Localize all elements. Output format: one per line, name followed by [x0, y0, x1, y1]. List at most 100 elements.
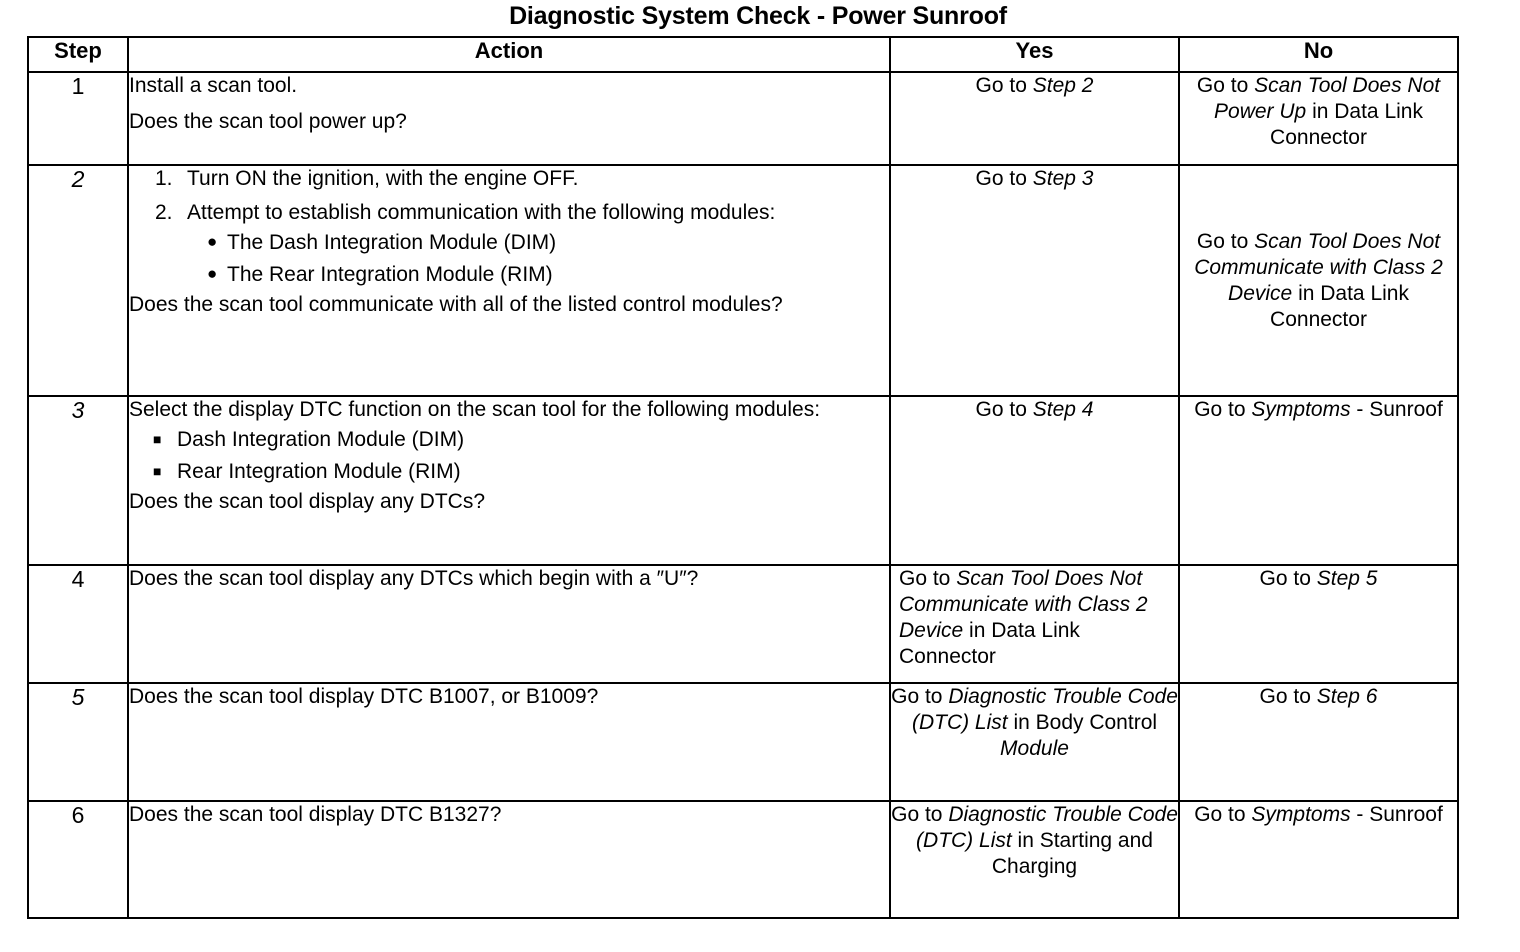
bullet-icon: ■ [153, 431, 162, 447]
yes-goto-target: Diagnostic Trouble Code (DTC) List [911, 685, 1178, 734]
list-item: 1. Turn ON the ignition, with the engine… [129, 166, 889, 192]
no-goto-prefix: Go to [1196, 74, 1255, 97]
no-goto-target: Scan Tool Does Not Communicate with Clas… [1194, 229, 1443, 305]
yes-branch-cell: Go to Step 3 [889, 164, 1180, 397]
list-text: The Rear Integration Module (RIM) [227, 263, 553, 286]
table-row: 2 1. Turn ON the ignition, with the engi… [27, 164, 1459, 397]
no-goto-prefix: Go to [1194, 803, 1252, 826]
step-number: 4 [27, 564, 129, 684]
no-goto-suffix: in Data Link Connector [1270, 281, 1409, 331]
no-goto-target: Step 5 [1316, 567, 1378, 590]
yes-goto-target: Scan Tool Does Not Communicate with Clas… [899, 567, 1148, 642]
table-row: 3 Select the display DTC function on the… [27, 395, 1459, 566]
no-branch-cell: Go to Symptoms - Sunroof [1178, 800, 1459, 919]
step-number: 2 [27, 164, 129, 397]
action-question: Does the scan tool communicate with all … [129, 293, 783, 316]
yes-goto-suffix: in Starting and Charging [991, 829, 1153, 878]
action-cell: Select the display DTC function on the s… [127, 395, 891, 566]
bullet-icon: ● [207, 264, 218, 283]
yes-goto-suffix: in Body Control [1007, 711, 1158, 734]
module-bullet-list: ● The Dash Integration Module (DIM) ● Th… [129, 230, 889, 288]
yes-goto-prefix: Go to [975, 398, 1033, 421]
list-text: Dash Integration Module (DIM) [177, 428, 465, 451]
no-goto-prefix: Go to [1194, 398, 1252, 421]
column-header-action: Action [127, 36, 891, 73]
bullet-icon: ● [207, 232, 218, 251]
yes-goto-prefix: Go to [899, 567, 957, 590]
table-row: 6 Does the scan tool display DTC B1327? … [27, 800, 1459, 919]
yes-goto-prefix: Go to [975, 167, 1033, 190]
action-cell: Does the scan tool display any DTCs whic… [127, 564, 891, 684]
no-goto-target: Step 6 [1316, 685, 1378, 708]
list-number: 2. [155, 201, 173, 224]
no-branch-cell: Go to Symptoms - Sunroof [1178, 395, 1459, 566]
list-text: The Dash Integration Module (DIM) [227, 231, 557, 254]
list-number: 1. [155, 167, 173, 190]
action-question: Does the scan tool display DTC B1007, or… [129, 685, 599, 708]
no-goto-prefix: Go to [1259, 567, 1317, 590]
yes-goto-target: Step 3 [1032, 167, 1094, 190]
action-question: Does the scan tool display any DTCs whic… [129, 567, 699, 590]
page-title: Diagnostic System Check - Power Sunroof [509, 2, 1007, 30]
list-item: ● The Rear Integration Module (RIM) [129, 262, 889, 288]
table-row: 4 Does the scan tool display any DTCs wh… [27, 564, 1459, 684]
column-header-no: No [1178, 36, 1459, 73]
action-lead: Install a scan tool. [129, 74, 298, 97]
no-goto-suffix: - Sunroof [1350, 398, 1443, 421]
step-number: 6 [27, 800, 129, 919]
list-text: Turn ON the ignition, with the engine OF… [187, 167, 579, 190]
list-item: ■ Dash Integration Module (DIM) [129, 427, 889, 453]
action-cell: 1. Turn ON the ignition, with the engine… [127, 164, 891, 397]
ordered-step-list: 1. Turn ON the ignition, with the engine… [129, 166, 889, 226]
header-row: Step Action Yes No [27, 36, 1459, 73]
no-branch-cell: Go to Scan Tool Does Not Communicate wit… [1178, 164, 1459, 397]
bullet-icon: ■ [153, 463, 162, 479]
yes-goto-prefix: Go to [891, 803, 949, 826]
no-goto-target: Scan Tool Does Not Power Up [1214, 74, 1441, 123]
step-number: 1 [27, 71, 129, 166]
action-lead: Select the display DTC function on the s… [129, 398, 821, 421]
action-question: Does the scan tool display DTC B1327? [129, 803, 502, 826]
step-number: 5 [27, 682, 129, 802]
column-header-step: Step [27, 36, 129, 73]
action-question: Does the scan tool display any DTCs? [129, 490, 486, 513]
table-header: Step Action Yes No [27, 36, 1459, 73]
list-text: Attempt to establish communication with … [187, 201, 776, 224]
yes-branch-cell: Go to Step 2 [889, 71, 1180, 166]
no-branch-cell: Go to Scan Tool Does Not Power Up in Dat… [1178, 71, 1459, 166]
table-row: 1 Install a scan tool. Does the scan too… [27, 71, 1459, 166]
no-goto-suffix: - Sunroof [1350, 803, 1443, 826]
action-cell: Does the scan tool display DTC B1327? [127, 800, 891, 919]
list-item: ■ Rear Integration Module (RIM) [129, 459, 889, 485]
step-number: 3 [27, 395, 129, 566]
action-cell: Install a scan tool. Does the scan tool … [127, 71, 891, 166]
table-body: 1 Install a scan tool. Does the scan too… [27, 71, 1459, 919]
yes-goto-target: Diagnostic Trouble Code (DTC) List [916, 803, 1178, 852]
action-question: Does the scan tool power up? [129, 110, 407, 133]
no-goto-target: Symptoms [1251, 803, 1351, 826]
no-branch-cell: Go to Step 6 [1178, 682, 1459, 802]
yes-branch-cell: Go to Diagnostic Trouble Code (DTC) List… [889, 682, 1180, 802]
column-header-yes: Yes [889, 36, 1180, 73]
yes-goto-prefix: Go to [975, 74, 1033, 97]
action-cell: Does the scan tool display DTC B1007, or… [127, 682, 891, 802]
diagnostic-table: Step Action Yes No 1 Install a scan tool… [27, 36, 1459, 919]
list-item: 2. Attempt to establish communication wi… [129, 200, 889, 226]
no-goto-prefix: Go to [1196, 229, 1255, 253]
yes-goto-prefix: Go to [891, 685, 949, 708]
yes-branch-cell: Go to Step 4 [889, 395, 1180, 566]
list-item: ● The Dash Integration Module (DIM) [129, 230, 889, 256]
no-goto-prefix: Go to [1259, 685, 1317, 708]
no-goto-target: Symptoms [1251, 398, 1351, 421]
list-text: Rear Integration Module (RIM) [177, 460, 461, 483]
yes-goto-target-2: Module [1000, 737, 1069, 760]
no-branch-cell: Go to Step 5 [1178, 564, 1459, 684]
yes-goto-target: Step 4 [1032, 398, 1094, 421]
yes-goto-target: Step 2 [1032, 74, 1094, 97]
table-row: 5 Does the scan tool display DTC B1007, … [27, 682, 1459, 802]
yes-branch-cell: Go to Scan Tool Does Not Communicate wit… [889, 564, 1180, 684]
no-goto-suffix: in Data Link Connector [1270, 100, 1423, 149]
yes-goto-suffix: in Data Link Connector [899, 619, 1080, 668]
yes-branch-cell: Go to Diagnostic Trouble Code (DTC) List… [889, 800, 1180, 919]
